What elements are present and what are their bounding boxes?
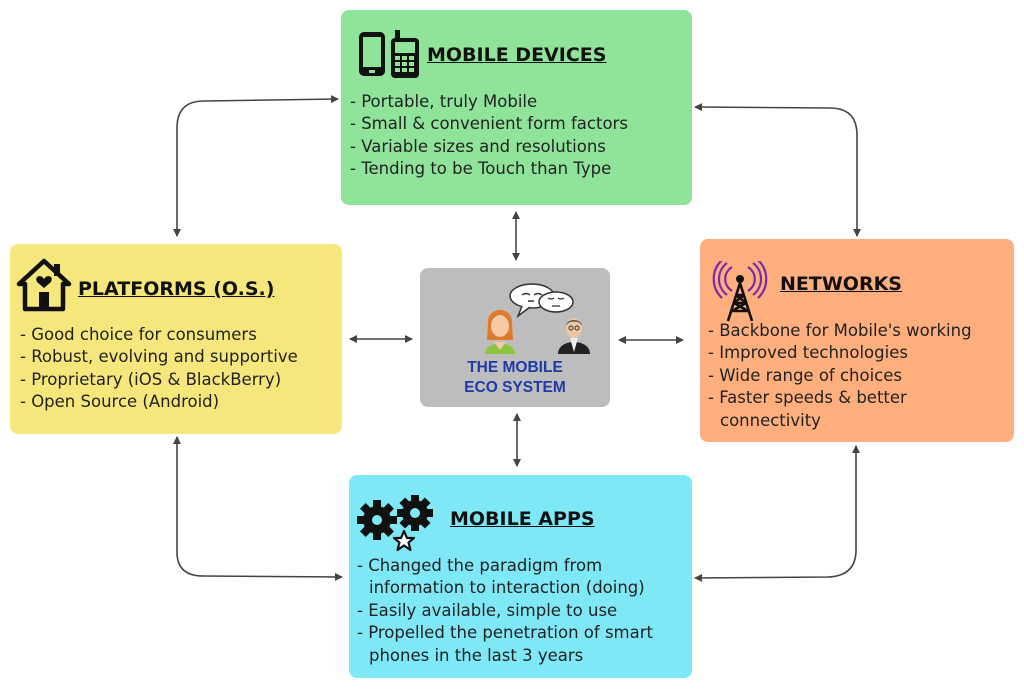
list-item: - Robust, evolving and supportive (20, 347, 298, 367)
connector-devices-networks (694, 103, 861, 237)
platforms-title-os: (O.S.) (213, 278, 275, 300)
list-item: - Easily available, simple to use (357, 600, 618, 620)
list-item: information to interaction (doing) (369, 578, 645, 598)
people-chat-icon (485, 283, 590, 354)
platforms-box: PLATFORMS (O.S.) - Good choice for consu… (10, 244, 342, 434)
list-item: - Improved technologies (708, 343, 908, 363)
mobile-devices-list: - Portable, truly Mobile - Small & conve… (350, 91, 628, 181)
list-item: - Proprietary (iOS & BlackBerry) (20, 369, 282, 389)
list-item: - Good choice for consumers (20, 325, 257, 344)
list-item: - Tending to be Touch than Type (350, 159, 612, 179)
list-item: connectivity (720, 410, 821, 430)
list-item: - Variable sizes and resolutions (350, 136, 606, 156)
eco-system-title-line1: THE MOBILE (467, 359, 563, 376)
connector-apps-networks (694, 445, 860, 582)
list-item: - Small & convenient form factors (350, 114, 628, 134)
antenna-tower-icon (712, 261, 768, 322)
platforms-title-main: PLATFORMS (78, 278, 207, 300)
list-item: - Portable, truly Mobile (350, 92, 538, 111)
house-icon (16, 258, 72, 312)
mobile-apps-list: - Changed the paradigm from information … (357, 555, 653, 667)
mobile-apps-box: MOBILE APPS - Changed the paradigm from … (349, 475, 692, 678)
connector-platforms-apps (173, 436, 343, 581)
list-item: - Open Source (Android) (20, 392, 220, 412)
mobile-phones-icon (359, 30, 419, 78)
gears-star-icon (357, 495, 433, 552)
networks-title: NETWORKS (780, 273, 902, 295)
list-item: - Backbone for Mobile's working (708, 321, 972, 340)
platforms-list: - Good choice for consumers - Robust, ev… (20, 324, 298, 414)
mobile-apps-title: MOBILE APPS (450, 508, 595, 530)
platforms-title: PLATFORMS (O.S.) (78, 278, 274, 300)
mobile-devices-title: MOBILE DEVICES (427, 44, 607, 66)
list-item: - Propelled the penetration of smart (357, 623, 653, 643)
mobile-devices-box: MOBILE DEVICES - Portable, truly Mobile … (341, 10, 692, 205)
networks-list: - Backbone for Mobile's working - Improv… (708, 320, 972, 432)
list-item: - Faster speeds & better (708, 388, 907, 408)
networks-box: NETWORKS - Backbone for Mobile's working… (700, 239, 1014, 442)
list-item: - Wide range of choices (708, 365, 903, 385)
list-item: phones in the last 3 years (369, 645, 584, 665)
eco-system-title-line2: ECO SYSTEM (464, 379, 566, 396)
list-item: - Changed the paradigm from (357, 556, 603, 575)
eco-system-center-box: THE MOBILE ECO SYSTEM (420, 268, 610, 407)
connector-platforms-devices (173, 95, 339, 237)
